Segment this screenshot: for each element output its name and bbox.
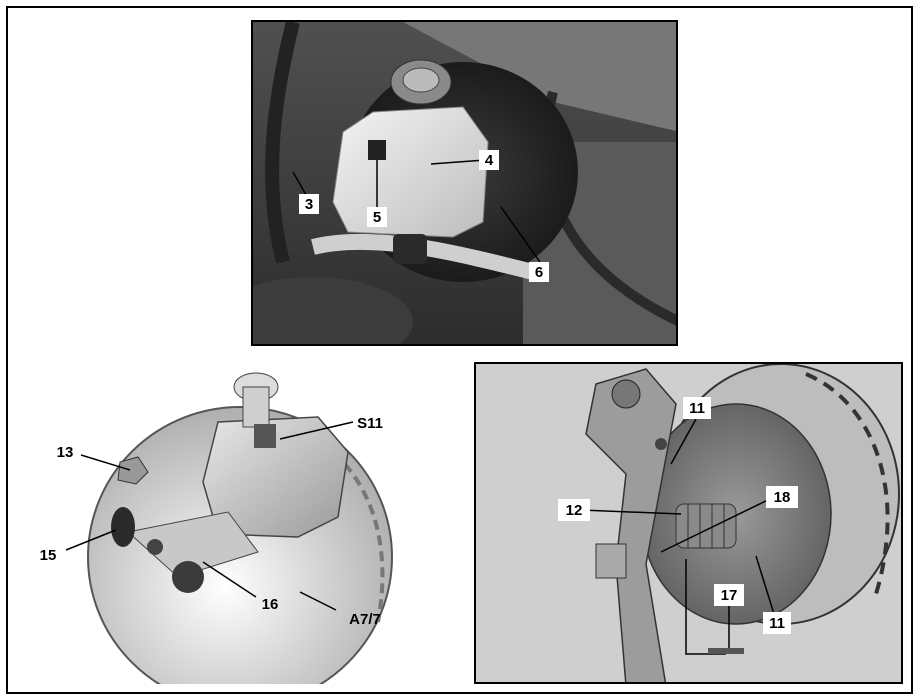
callout-13: 13	[57, 444, 74, 461]
callout-18: 18	[774, 489, 791, 506]
callout-12: 12	[566, 502, 583, 519]
callout-6: 6	[535, 264, 543, 281]
callout-3: 3	[305, 196, 313, 213]
callout-11-bottom: 11	[769, 615, 785, 632]
brake-booster-drawing-panel: 13 15 16 S11 A7/7	[18, 362, 438, 684]
callout-11-top: 11	[689, 400, 705, 417]
engine-bay-photo-panel: 3 4 5 6	[251, 20, 678, 346]
callout-A7-7: A7/7	[349, 611, 381, 628]
callout-4: 4	[485, 152, 494, 169]
callout-16: 16	[262, 596, 279, 613]
callout-17: 17	[721, 587, 738, 604]
callout-5: 5	[373, 209, 381, 226]
callout-S11: S11	[357, 415, 383, 432]
brake-pedal-drawing-panel: 11 12 18 11 17	[474, 362, 903, 684]
brake-pedal-drawing: 11 12 18 11 17	[476, 364, 903, 684]
engine-bay-photo: 3 4 5 6	[253, 22, 678, 346]
brake-booster-drawing: 13 15 16 S11 A7/7	[18, 362, 438, 684]
callout-15: 15	[40, 547, 57, 564]
